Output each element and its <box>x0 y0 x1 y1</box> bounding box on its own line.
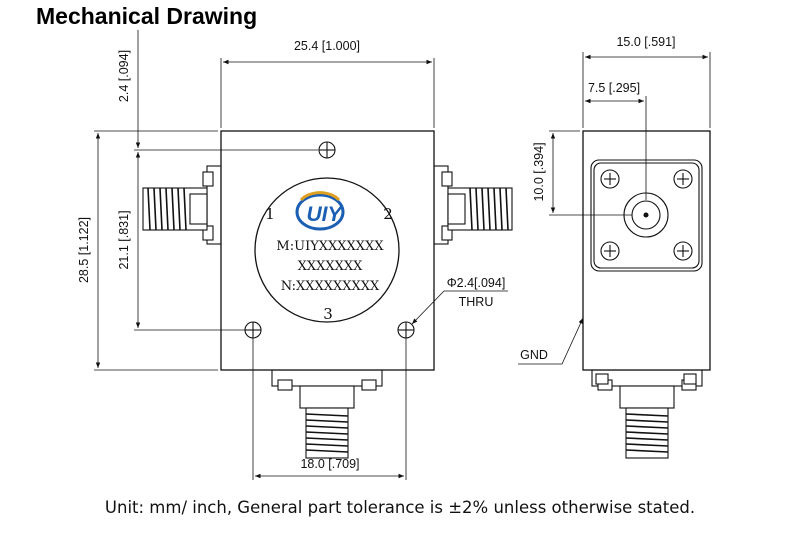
brand-logo: UIY <box>295 191 345 231</box>
dim-top-offset: 2.4 [.094] <box>117 50 131 102</box>
mounting-hole-bottom-left <box>244 321 262 339</box>
flange-screw <box>600 241 620 261</box>
gnd-label: GND <box>520 348 548 362</box>
connector-left <box>142 165 222 245</box>
drawing-title: Mechanical Drawing <box>36 3 258 29</box>
dim-hole-spacing-v: 21.1 [.831] <box>117 210 131 269</box>
gnd-leader <box>518 317 584 365</box>
label-serial: N:XXXXXXXXX <box>281 279 380 294</box>
hole-callout-thru: THRU <box>459 295 494 309</box>
label-model: M:UIYXXXXXXX <box>276 239 384 254</box>
flange-screw <box>600 169 620 189</box>
port-label-2: 2 <box>383 205 393 223</box>
mounting-hole-bottom-right <box>397 321 415 339</box>
front-view <box>94 58 513 480</box>
port-label-1: 1 <box>265 205 275 223</box>
logo-text: UIY <box>306 203 343 226</box>
connector-right <box>433 165 513 245</box>
dim-side-width: 15.0 [.591] <box>616 35 675 49</box>
dim-side-center: 7.5 [.295] <box>588 81 640 95</box>
dim-top-width: 25.4 [1.000] <box>294 39 360 53</box>
tolerance-note: Unit: mm/ inch, General part tolerance i… <box>104 498 696 517</box>
dim-total-height: 28.5 [1.122] <box>77 217 91 283</box>
center-disc <box>254 177 400 323</box>
dim-side-height: 10.0 [.394] <box>532 142 546 201</box>
connector-bottom <box>271 369 383 459</box>
side-view <box>549 52 711 459</box>
side-connector-bottom <box>591 369 703 459</box>
flange-screw <box>673 241 693 261</box>
mounting-hole-top <box>318 141 336 159</box>
dim-hole-spacing-h: 18.0 [.709] <box>300 457 359 471</box>
hole-callout-leader <box>411 290 508 325</box>
label-model-cont: XXXXXXX <box>298 259 364 274</box>
flange-screw <box>673 169 693 189</box>
hole-callout: Φ2.4[.094] <box>447 276 506 290</box>
port-label-3: 3 <box>323 305 333 323</box>
